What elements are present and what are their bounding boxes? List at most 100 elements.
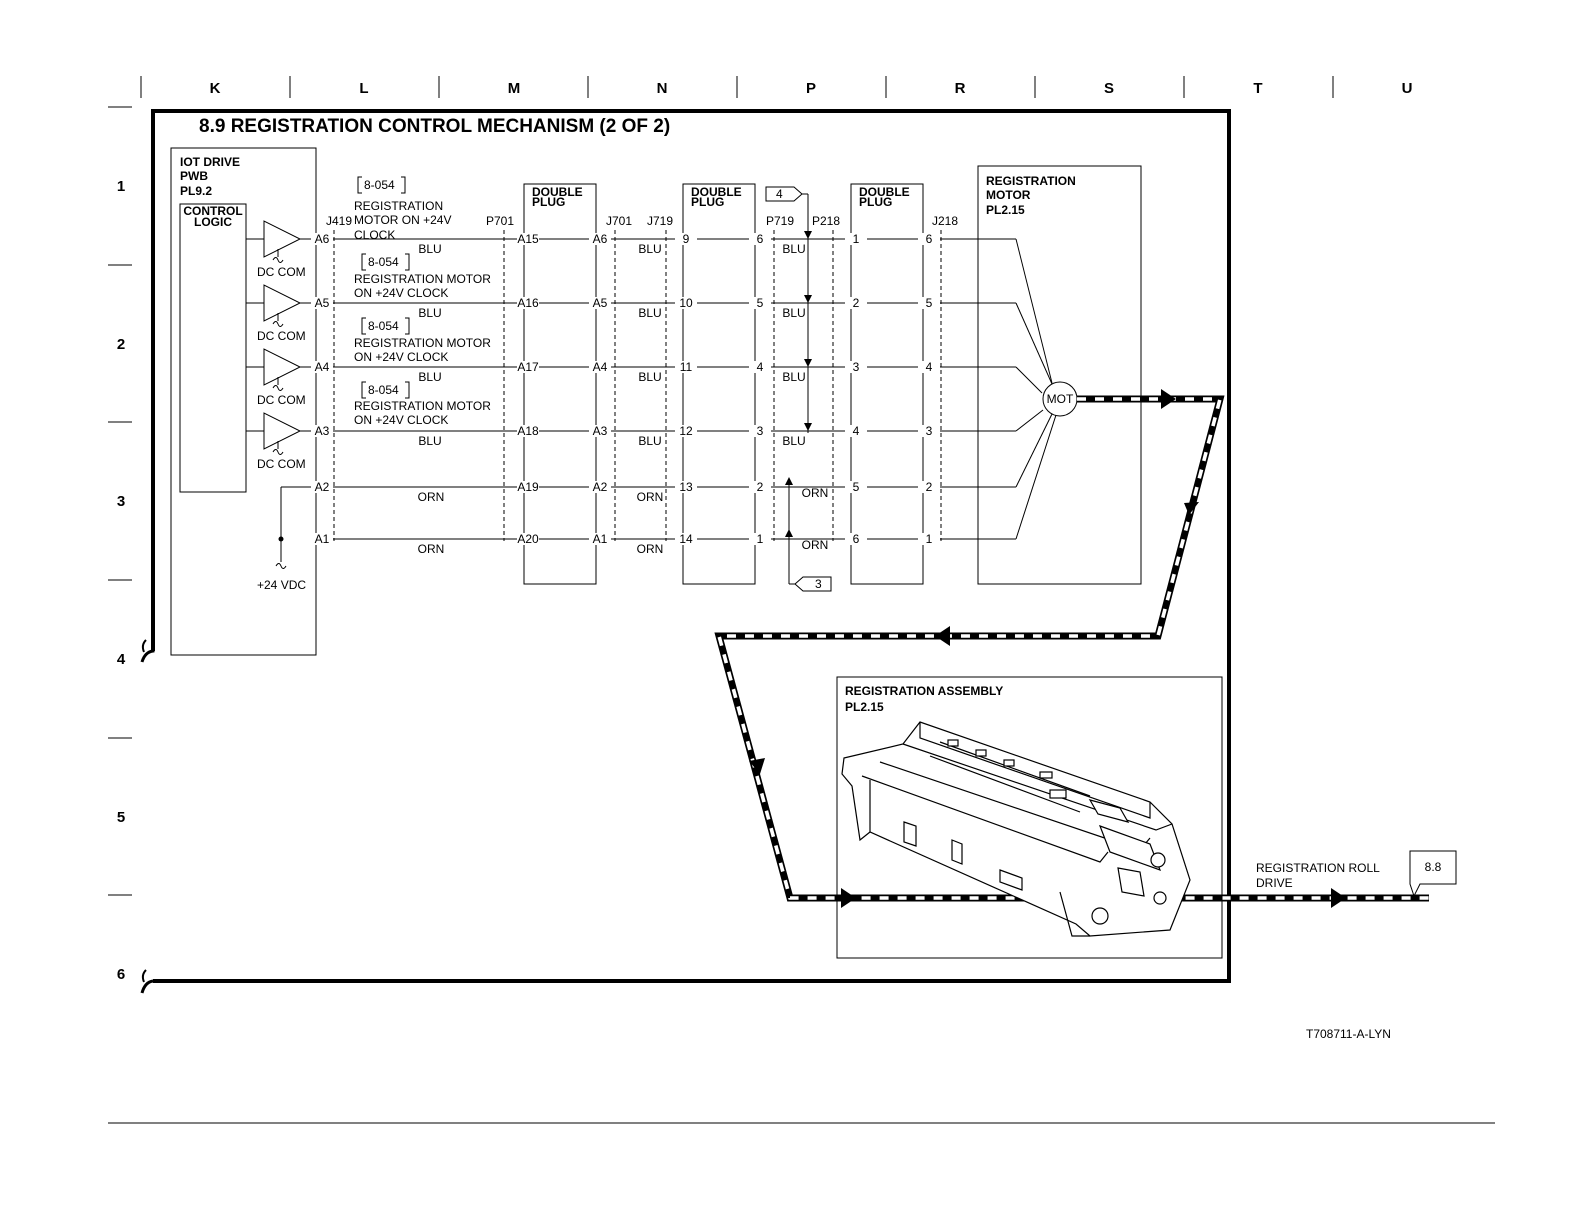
double-plug-2 [682,183,756,585]
drive-arrow [841,888,856,908]
pin-p701: A20 [517,532,539,546]
driver-buffer [263,412,302,450]
dc-com-label: DC COM [257,457,306,471]
signal-ref: 8-054 [368,319,399,333]
drive-arrow [1331,888,1346,908]
plug2-label-line1: DOUBLE [691,185,742,199]
wire-color-label: ORN [637,490,664,504]
motor-symbol-label: MOT [1047,392,1074,406]
wire-color-label: BLU [782,306,805,320]
pin-p218: 6 [853,532,860,546]
pin-j701: A4 [593,360,608,374]
signal-name-line2: ON +24V CLOCK [354,286,448,300]
zone-col-k: K [210,80,221,97]
drive-arrow [1161,389,1176,409]
registration-motor: REGISTRATION MOTOR PL2.15 MOT [977,165,1142,585]
off-page-flags: 4 3 [765,186,832,592]
signal-label-3: 8-054 REGISTRATION MOTOR ON +24V CLOCK [354,317,491,364]
connector-j719: J719 [647,214,673,228]
signal-label-4: 8-054 REGISTRATION MOTOR ON +24V CLOCK [354,381,491,427]
pin-j719: 13 [679,480,693,494]
wire-color-label: BLU [782,370,805,384]
dc-com-label: DC COM [257,329,306,343]
wire-color-label: ORN [418,490,445,504]
flag-tap-arrow [785,477,793,485]
wire-color-label: BLU [418,306,441,320]
zone-col-u: U [1402,80,1413,97]
connector-j419: J419 [326,214,352,228]
zone-row-4: 4 [117,651,126,668]
zone-col-l: L [359,80,368,97]
connector-bars [333,230,942,541]
connector-labels: J419 P701 J701 J719 P719 P218 J218 [326,214,958,228]
output-label-line2: DRIVE [1256,876,1293,890]
registration-assembly: REGISTRATION ASSEMBLY PL2.15 [836,676,1223,959]
pin-j419: A3 [315,424,330,438]
wire-color-label: BLU [418,434,441,448]
zone-col-m: M [508,80,521,97]
signal-ref: 8-054 [364,178,395,192]
flag-3 [794,576,832,592]
pin-j719: 11 [680,360,693,374]
zone-row-6: 6 [117,966,125,983]
pin-p719: 4 [757,360,764,374]
pin-j419: A6 [315,232,330,246]
motor-part-ref: PL2.15 [986,203,1025,217]
zone-col-t: T [1253,80,1262,97]
signal-ref: 8-054 [368,383,399,397]
plug2-label-line2: PLUG [691,195,724,209]
wire-color-label: BLU [638,370,661,384]
pin-j419: A2 [315,480,330,494]
pin-p701: A19 [517,480,539,494]
zone-row-2: 2 [117,336,125,353]
pin-p701: A15 [517,232,539,246]
drive-arrow [749,758,765,774]
driver-buffer [263,348,302,386]
connector-j218: J218 [932,214,958,228]
signal-name-line1: REGISTRATION MOTOR [354,272,491,286]
mechanical-drive-path [714,389,1429,908]
driver-buffer [263,284,302,322]
plug3-label-line1: DOUBLE [859,185,910,199]
pin-p218: 2 [853,296,860,310]
zone-ruler: K L M N P R S T U 1 2 3 4 5 6 [108,76,1412,983]
output-label-line1: REGISTRATION ROLL [1256,861,1380,875]
plug3-label-line2: PLUG [859,195,892,209]
pin-j419: A5 [315,296,330,310]
signal-label-1: 8-054 REGISTRATION MOTOR ON +24V CLOCK [354,176,451,242]
wire-color-label: BLU [418,242,441,256]
pwb-part-ref: PL9.2 [180,184,212,198]
pin-j419: A1 [315,532,330,546]
registration-roll-drive-output: REGISTRATION ROLL DRIVE 8.8 [1256,850,1457,898]
pin-p218: 3 [853,360,860,374]
pin-j218: 3 [926,424,933,438]
assembly-name: REGISTRATION ASSEMBLY [845,684,1003,698]
pwb-name-line2: PWB [180,169,208,183]
dc-com-label: DC COM [257,265,306,279]
pin-p701: A18 [517,424,539,438]
zone-col-s: S [1104,80,1114,97]
control-logic-line2: LOGIC [194,215,232,229]
pin-p719: 6 [757,232,764,246]
pin-j719: 12 [679,424,693,438]
plug1-label-line1: DOUBLE [532,185,583,199]
pin-j701: A3 [593,424,608,438]
flag-4 [765,186,803,202]
wire-color-label: ORN [802,538,829,552]
drive-arrow [935,626,950,646]
motor-name-line1: REGISTRATION [986,174,1076,188]
output-ref: 8.8 [1425,860,1442,874]
pin-p218: 5 [853,480,860,494]
figure-id: T708711-A-LYN [1306,1027,1391,1041]
flag-4-label: 4 [776,187,783,201]
diagram-frame [140,109,1231,994]
dc-com-label: DC COM [257,393,306,407]
zone-col-p: P [806,80,816,97]
signal-name-line2: ON +24V CLOCK [354,413,448,427]
pin-j719: 9 [683,232,690,246]
connector-p701: P701 [486,214,514,228]
